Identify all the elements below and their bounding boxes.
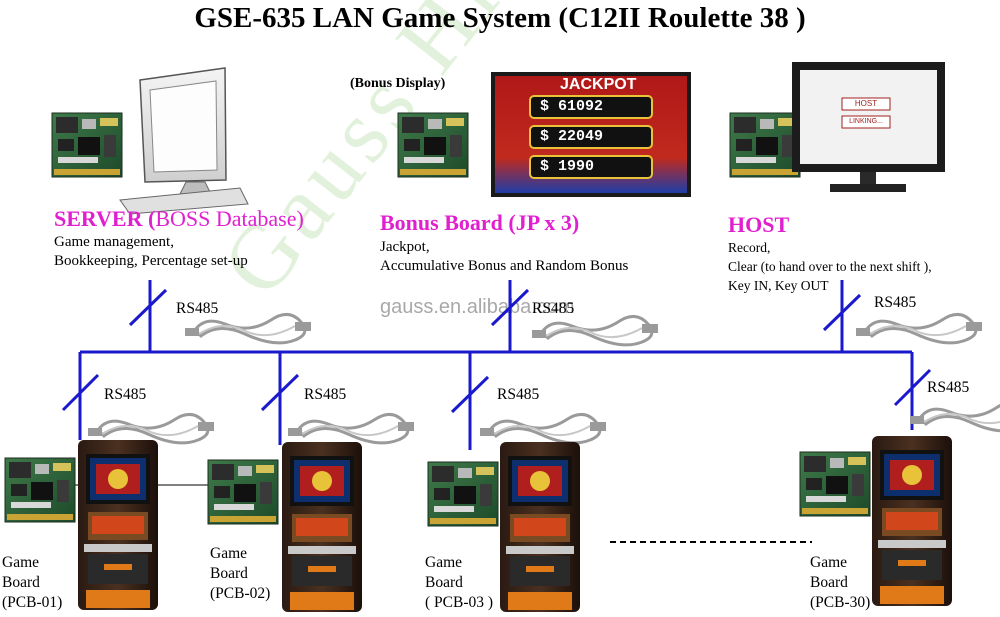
game-board	[799, 451, 871, 517]
game-board-label-line: Board	[810, 574, 848, 591]
server-monitor-icon	[119, 67, 249, 215]
game-board	[4, 457, 76, 523]
bonus-desc-line: Accumulative Bonus and Random Bonus	[380, 258, 629, 274]
bonus-title: Bonus Board (JP x 3)	[380, 210, 580, 235]
diagram-title: GSE-635 LAN Game System (C12II Roulette …	[194, 2, 806, 34]
rs485-cable-icon	[854, 312, 984, 345]
rs485-cable-icon	[183, 312, 313, 345]
game-board-label-line: (PCB-02)	[210, 585, 271, 602]
rs485-cable-icon	[286, 412, 416, 445]
rs485-label: RS485	[104, 386, 147, 403]
game-board	[427, 461, 499, 527]
game-board-label-line: ( PCB-03 )	[425, 594, 494, 611]
server-desc-line: Game management,	[54, 234, 174, 250]
game-board-label-line: Board	[2, 574, 40, 591]
rs485-bus	[61, 280, 932, 450]
game-board-label-line: Game	[2, 554, 40, 571]
game-board-label: Game Board ( PCB-03 )	[425, 553, 515, 613]
server-desc-line: Bookkeeping, Percentage set-up	[54, 253, 248, 269]
rs485-label: RS485	[497, 386, 540, 403]
game-cabinet	[282, 442, 362, 612]
rs485-label: RS485	[304, 386, 347, 403]
rs485-cable-icon	[86, 412, 216, 445]
rs485-label: RS485	[176, 300, 219, 317]
game-board-label-line: (PCB-01)	[2, 594, 63, 611]
host-desc-line: Key IN, Key OUT	[728, 278, 829, 293]
rs485-label: RS485	[532, 300, 575, 317]
jackpot-display	[491, 72, 691, 197]
game-board-label-line: Game	[425, 554, 463, 571]
host-screen-button: HOST	[854, 99, 878, 108]
rs485-cable-icon	[530, 314, 660, 347]
game-board-label: Game Board (PCB-30)	[810, 553, 890, 613]
rs485-label: RS485	[874, 294, 917, 311]
jackpot-label: JACKPOT	[560, 76, 637, 93]
game-board-label-line: (PCB-30)	[810, 594, 871, 611]
game-board-label: Game Board (PCB-01)	[2, 553, 82, 613]
bonus-display-label: (Bonus Display)	[350, 76, 446, 91]
game-cabinet	[78, 440, 158, 610]
game-board-label-line: Game	[210, 545, 248, 562]
jackpot-value: $ 1990	[540, 158, 595, 175]
jackpot-value: $ 61092	[540, 98, 604, 115]
rs485-cable-icon	[478, 412, 608, 445]
server-title-sub: BOSS Database)	[155, 206, 304, 231]
rs485-label: RS485	[927, 379, 970, 396]
game-board-label-line: Game	[810, 554, 848, 571]
game-board	[207, 459, 279, 525]
watermark-url: gauss.en.alibaba.com	[380, 296, 575, 318]
game-board-label-line: Board	[425, 574, 463, 591]
host-desc-line: Clear (to hand over to the next shift ),	[728, 259, 932, 274]
game-board-label-line: Board	[210, 565, 248, 582]
host-board	[729, 112, 801, 178]
jackpot-value: $ 22049	[540, 128, 604, 145]
host-screen-button: LINKING...	[849, 118, 883, 125]
bonus-desc-line: Jackpot,	[380, 239, 430, 255]
server-title-main: SERVER (	[54, 206, 156, 231]
game-board-label: Game Board (PCB-02)	[210, 544, 290, 604]
server-board	[51, 112, 123, 178]
host-title: HOST	[728, 212, 790, 237]
host-desc-line: Record,	[728, 240, 771, 255]
server-title: SERVER (BOSS Database)	[54, 206, 304, 232]
rs485-cable-icon	[908, 400, 1000, 433]
host-monitor-icon	[792, 62, 945, 192]
bonus-board	[397, 112, 469, 178]
